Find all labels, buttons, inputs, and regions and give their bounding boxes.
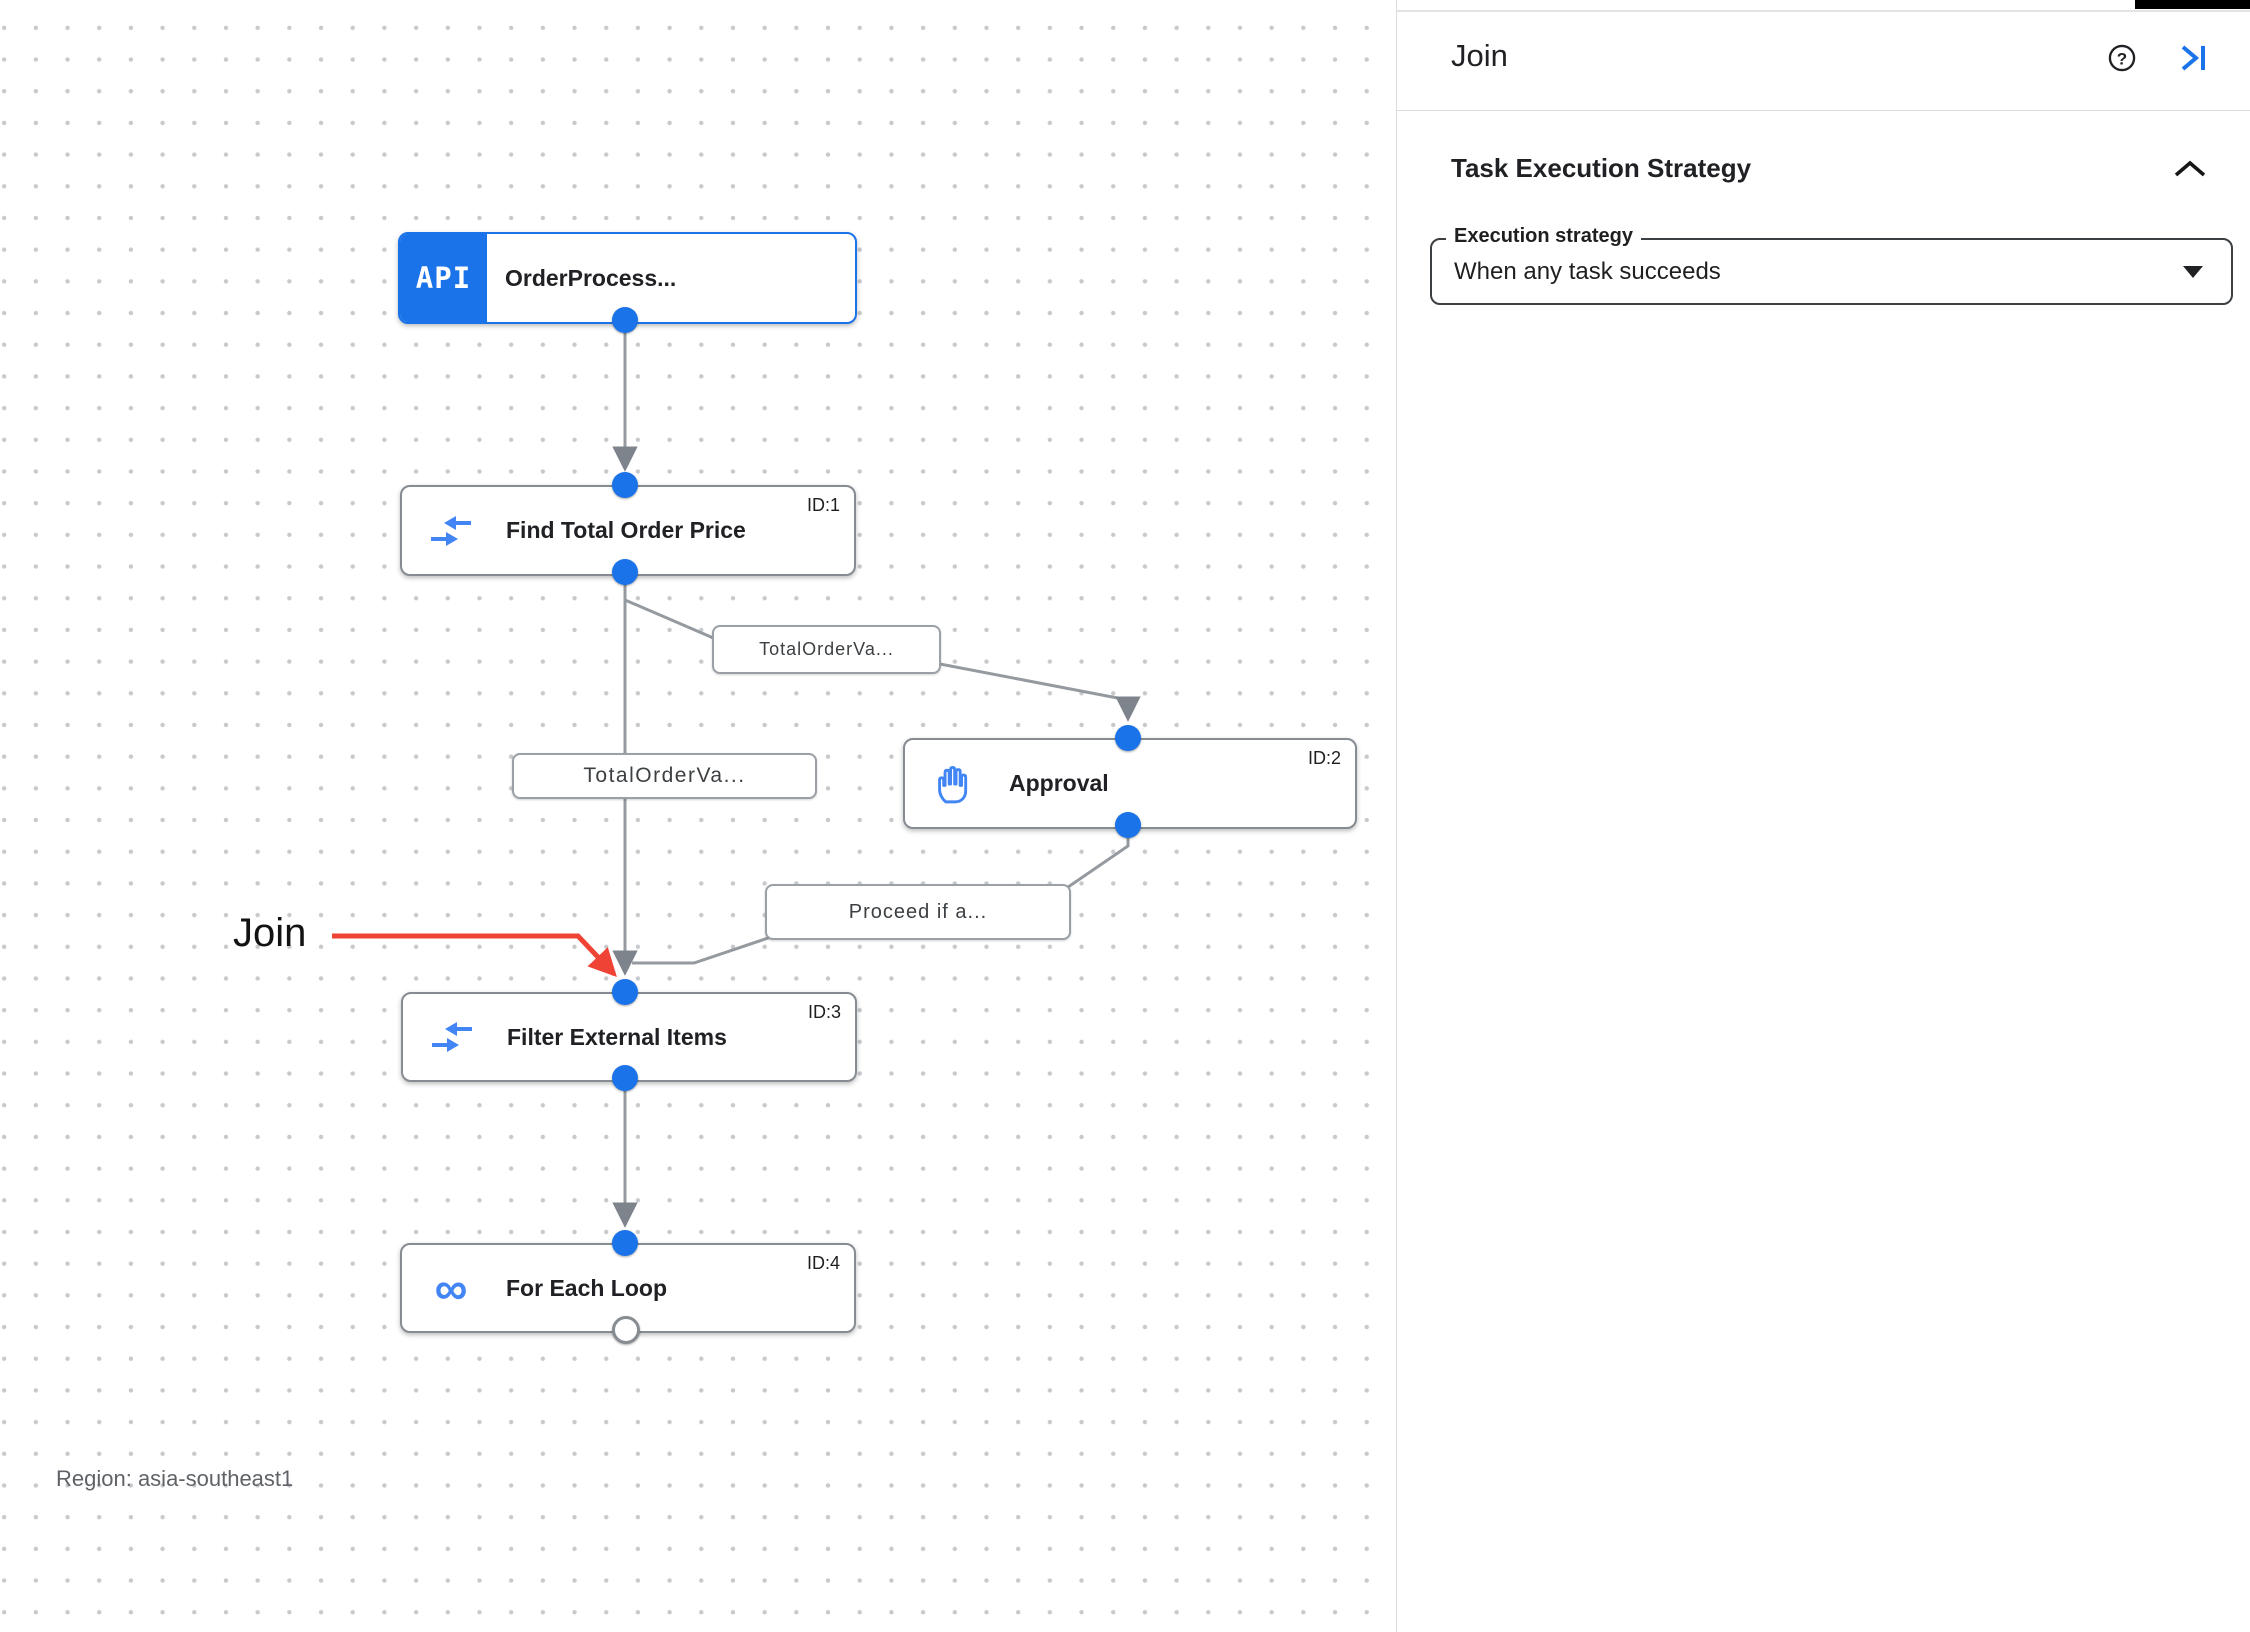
execution-strategy-value: When any task succeeds (1454, 257, 1721, 285)
collapse-section-button[interactable] (2173, 158, 2207, 180)
data-mapping-icon (428, 513, 474, 549)
node-title: Find Total Order Price (506, 517, 746, 543)
join-annotation-text: Join (233, 911, 307, 955)
panel-divider (1396, 0, 1397, 1632)
node-title: Approval (1009, 770, 1109, 796)
svg-text:?: ? (2117, 49, 2127, 68)
loop-icon: ∞ (434, 1262, 468, 1314)
node-id-badge: ID:1 (806, 495, 840, 515)
config-panel: Join ? Task Execution Strategy Exec (1397, 0, 2250, 1632)
chevron-up-icon (2174, 160, 2206, 177)
api-icon-text: API (415, 261, 472, 295)
execution-strategy-label: Execution strategy (1446, 225, 1641, 248)
api-trigger-icon: API (400, 234, 487, 322)
help-icon: ? (2108, 44, 2136, 72)
node-id-badge: ID:4 (806, 1253, 840, 1273)
edge-label-totalorder-approval[interactable]: TotalOrderVa... (712, 625, 941, 674)
port-approval-in[interactable] (1115, 725, 1141, 751)
port-trigger-out[interactable] (612, 307, 638, 333)
port-find-in[interactable] (612, 472, 638, 498)
screen-edge-artifact (2135, 0, 2250, 9)
edge-label-proceed[interactable]: Proceed if a... (765, 884, 1071, 940)
panel-top-hairline (1397, 10, 2250, 12)
help-button[interactable]: ? (2103, 39, 2141, 77)
node-id-badge: ID:3 (807, 1002, 841, 1022)
port-find-out[interactable] (612, 559, 638, 585)
dropdown-arrow-icon (2183, 266, 2203, 278)
edge-label-totalorder-filter[interactable]: TotalOrderVa... (512, 753, 817, 799)
port-filter-out[interactable] (612, 1065, 638, 1091)
node-title: Filter External Items (507, 1023, 727, 1050)
node-orderprocess-trigger[interactable]: API OrderProcess... (398, 232, 857, 324)
collapse-panel-button[interactable] (2175, 39, 2213, 77)
execution-strategy-select[interactable]: Execution strategy When any task succeed… (1430, 225, 2233, 305)
port-approval-out[interactable] (1115, 812, 1141, 838)
port-foreach-in[interactable] (612, 1230, 638, 1256)
section-title-task-execution-strategy: Task Execution Strategy (1451, 153, 1752, 183)
edge-label-text: TotalOrderVa... (759, 639, 894, 659)
node-title: OrderProcess... (505, 264, 677, 291)
edge-label-text: Proceed if a... (848, 900, 988, 923)
panel-header: Join ? (1397, 0, 2250, 111)
edge-label-text: TotalOrderVa... (583, 764, 746, 787)
node-title: For Each Loop (506, 1274, 667, 1301)
panel-title: Join (1451, 38, 1508, 73)
port-filter-in[interactable] (612, 979, 638, 1005)
data-mapping-icon (429, 1019, 475, 1055)
collapse-panel-icon (2181, 45, 2205, 71)
port-foreach-out[interactable] (612, 1316, 640, 1344)
node-id-badge: ID:2 (1307, 748, 1341, 768)
approval-hand-icon (931, 762, 977, 806)
workflow-canvas[interactable]: TotalOrderVa... TotalOrderVa... Proceed … (0, 0, 1397, 1632)
region-label: Region: asia-southeast1 (56, 1466, 294, 1491)
